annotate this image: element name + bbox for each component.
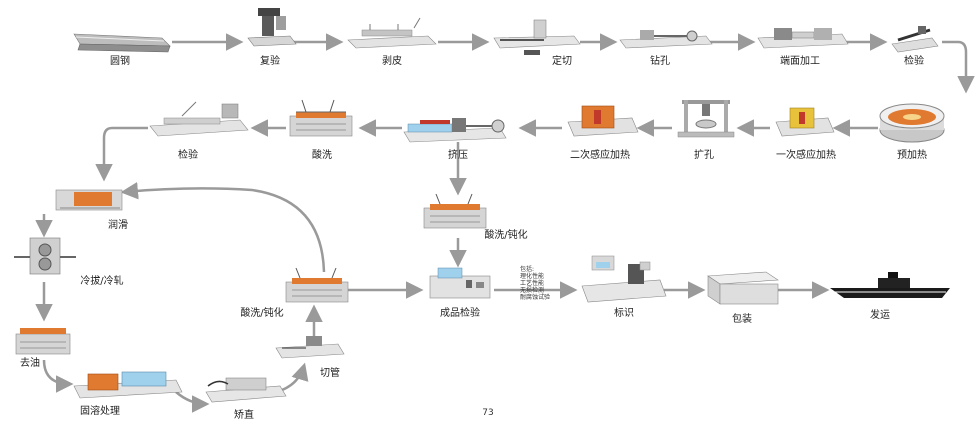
label-round-bar: 圆钢 (110, 56, 130, 67)
label-peel: 剥皮 (382, 56, 402, 67)
drilling-machine-icon (619, 30, 713, 49)
solution-treatment-furnace-icon (73, 371, 183, 399)
straightening-machine-icon (205, 377, 287, 403)
label-pickle-top: 酸洗 (312, 150, 332, 161)
label-marking: 标识 (614, 308, 634, 319)
arrow-solution-to-straighten (175, 391, 210, 413)
label-straighten: 矫直 (234, 410, 254, 421)
inspection-note-line: 耐腐蚀试验 (520, 294, 551, 301)
label-cut-to-length: 定切 (552, 56, 572, 67)
arrow-inspect-to-preheat (942, 40, 975, 94)
peeling-machine-icon (347, 17, 437, 49)
marking-machine-icon (581, 255, 667, 303)
label-pickle-passivate-main: 酸洗/钝化 (484, 230, 528, 241)
preheat-furnace-icon (879, 103, 945, 143)
label-reinspect: 复验 (260, 56, 280, 67)
arrow-degrease-to-solution (42, 359, 74, 393)
loop-return-arc (120, 182, 326, 273)
saw-cut-machine-icon (493, 19, 581, 55)
pickle-passivate-tank-main-icon (423, 193, 487, 229)
cold-drawing-mill-icon (14, 237, 76, 275)
pickling-tank-top-icon (289, 99, 353, 137)
label-preheat: 预加热 (897, 150, 927, 161)
lubrication-tank-icon (55, 189, 123, 211)
label-cut-pipe: 切管 (320, 368, 340, 379)
round-bar-icon (73, 33, 171, 53)
degreasing-tank-icon (15, 328, 71, 355)
label-end-machining: 端面加工 (780, 56, 820, 67)
label-expand: 扩孔 (694, 150, 714, 161)
inspection-bench-icon (891, 26, 939, 53)
label-packing: 包装 (732, 314, 752, 325)
label-inspect-left: 检验 (178, 150, 198, 161)
inspection-notes: 包括: 理化性能 工艺性能 无损检测 耐腐蚀试验 (520, 266, 550, 301)
label-final-inspection: 成品检验 (440, 308, 480, 319)
final-inspection-station-icon (429, 267, 491, 299)
cargo-ship-icon (830, 272, 950, 298)
label-cold-draw: 冷拔/冷轧 (80, 276, 124, 287)
label-lubricate: 润滑 (108, 220, 128, 231)
packaging-crate-icon (707, 271, 779, 305)
label-solution-treatment: 固溶处理 (80, 406, 120, 417)
pipe-cutter-icon (275, 336, 345, 359)
label-extrude: 挤压 (448, 150, 468, 161)
second-induction-heater-icon (567, 105, 639, 137)
connector-lines (35, 33, 975, 413)
label-second-induction: 二次感应加热 (570, 150, 630, 161)
arrow-inspect-to-lubricate (95, 126, 148, 182)
inspection-bench-left-icon (149, 101, 249, 137)
expand-press-icon (677, 100, 735, 138)
pickle-passivate-tank-loop-icon (285, 267, 349, 303)
label-degrease: 去油 (20, 358, 40, 369)
inspection-note-line: 工艺性能 (520, 280, 545, 287)
page-number: 73 (482, 408, 494, 418)
inspection-note-line: 理化性能 (520, 273, 545, 280)
inspection-note-line: 包括: (520, 266, 535, 273)
reinspect-machine-icon (247, 8, 297, 47)
label-shipping: 发运 (870, 310, 890, 321)
label-drill: 钻孔 (650, 56, 670, 67)
label-pickle-passivate-loop: 酸洗/钝化 (240, 308, 284, 319)
end-machining-lathe-icon (757, 28, 849, 49)
extrusion-press-icon (403, 118, 507, 143)
label-inspect-top: 检验 (904, 56, 924, 67)
first-induction-heater-icon (775, 107, 835, 137)
inspection-note-line: 无损检测 (520, 287, 545, 294)
label-first-induction: 一次感应加热 (776, 150, 836, 161)
